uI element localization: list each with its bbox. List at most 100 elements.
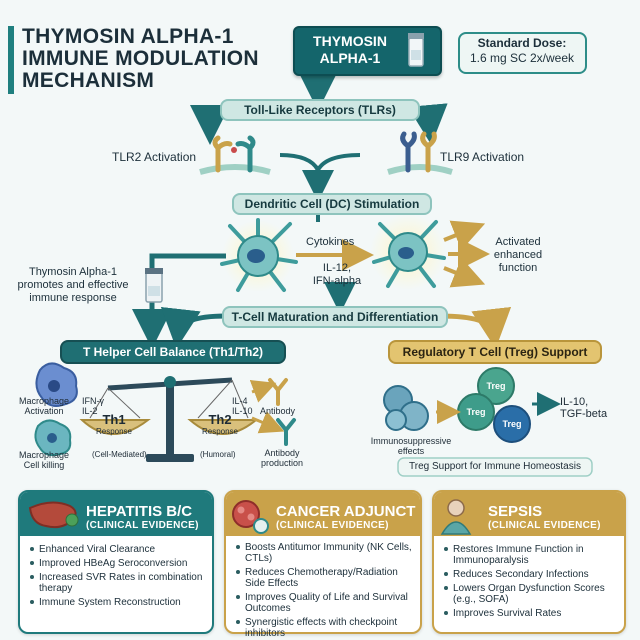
activated-label-line-3: function [498,262,538,274]
tumor-cells-icon [232,500,269,534]
tlr9-receptor-icon [387,131,453,175]
list-item: Restores Immune Function in Immunoparaly… [444,544,618,566]
card-hepatitis-title: HEPATITIS B/C [86,503,193,520]
il12-ifn-label: IL-12, IFN-alpha [304,262,370,288]
promotes-text: Thymosin Alpha-1 promotes and effective … [10,266,136,305]
card-cancer-list: Boosts Antitumor Immunity (NK Cells, CTL… [226,536,420,639]
macrophage-killing-line-2: Cell killing [23,460,65,470]
tlr2-receptor-icon [199,135,271,175]
title-line-2: IMMUNE MODULATION [22,47,259,70]
drug-name-line-2: ALPHA-1 [319,50,381,66]
title-line-3: MECHANISM [22,69,155,92]
il4-label: IL-4 [232,396,248,406]
macrophage-killing-label: Macrophage Cell killing [12,450,76,470]
list-item: Increased SVR Rates in combination thera… [30,572,206,594]
arrow-tcell-right [439,306,512,349]
th1-label: Th1 Response [92,412,136,436]
immunosuppressive-line-1: Immunosuppressive [370,436,452,446]
drug-vial-icon [408,33,424,67]
th2-cytokines-label: IL-4 IL-10 [232,396,253,416]
th2-sub: Response [201,427,239,436]
immunosuppressive-line-2: effects [397,446,425,456]
tlr2-label: TLR2 Activation [112,150,197,164]
immunosuppressive-cells-icon [383,385,429,431]
antibody-production-label: Antibody production [252,448,312,468]
patient-icon [440,499,472,535]
dose-label: Standard Dose: [477,36,567,50]
macrophage-activation-line-1: Macrophage [18,396,70,406]
macrophage-activation-label: Macrophage Activation [12,396,76,416]
antibody-icon [268,378,288,406]
promotes-line-3: immune response [29,292,117,304]
card-hepatitis-list: Enhanced Viral Clearance Improved HBeAg … [20,536,212,608]
list-item: Enhanced Viral Clearance [30,544,206,555]
treg-footer: Treg Support for Immune Homeostasis [409,461,581,472]
antibody-production-icon [276,418,296,446]
activated-label-line-1: Activated [495,236,541,248]
treg-cell-icon [457,367,531,443]
il2-label: IL-2 [82,406,98,416]
list-item: Improves Quality of Life and Survival Ou… [236,592,414,614]
tlr9-label: TLR9 Activation [440,150,525,164]
treg-cytokines-label: IL-10, TGF-beta [560,396,607,420]
dose-text: Standard Dose: 1.6 mg SC 2x/week [462,36,582,66]
activated-label-line-2: enhanced [493,249,543,261]
th2-label: Th2 Response [198,412,242,436]
il10-tgf-line-2: TGF-beta [560,408,608,420]
liver-icon [28,501,79,529]
card-sepsis-subtitle: (CLINICAL EVIDENCE) [488,520,601,531]
dc-header: Dendritic Cell (DC) Stimulation [232,193,432,215]
humoral-label: (Humoral) [200,450,236,459]
list-item: Improved HBeAg Seroconversion [30,558,206,569]
macrophage-killing-icon [34,419,72,457]
treg-cell-label-1: Treg [486,381,506,391]
vial-icon [145,268,163,303]
antibody-label: Antibody [260,406,296,416]
immunosuppressive-label: Immunosuppressive effects [368,436,454,456]
th1-sub: Response [95,427,133,436]
promotes-line-1: Thymosin Alpha-1 [28,266,118,278]
tcell-header: T-Cell Maturation and Differentiation [222,306,448,328]
arrow-tcell-left [160,306,227,349]
title-accent-bar [8,26,14,94]
tlr-header: Toll-Like Receptors (TLRs) [220,99,420,121]
macrophage-icon [35,362,78,407]
card-sepsis-list: Restores Immune Function in Immunoparaly… [434,536,624,619]
promotes-line-2: promotes and effective [17,279,129,291]
macrophage-killing-line-1: Macrophage [18,450,70,460]
page-title: THYMOSIN ALPHA-1 IMMUNE MODULATION MECHA… [22,26,292,92]
ifn-alpha-label: IFN-alpha [312,275,362,287]
card-icons [28,499,472,535]
cytokines-label: Cytokines [306,236,355,248]
treg-cell-label-3: Treg [502,419,522,429]
il12-label: IL-12, [322,262,352,274]
activated-function-label: Activated enhanced function [482,236,554,275]
treg-cell-label-2: Treg [466,407,486,417]
drug-name-line-1: THYMOSIN [313,33,387,49]
il10-tgf-line-1: IL-10, [560,396,589,408]
arrow-dc-left [132,253,226,349]
dose-value: 1.6 mg SC 2x/week [469,51,575,65]
list-item: Reduces Secondary Infections [444,569,618,580]
card-hepatitis-subtitle: (CLINICAL EVIDENCE) [86,520,199,531]
title-line-1: THYMOSIN ALPHA-1 [22,25,234,48]
dendritic-cell-icon [220,218,298,292]
list-item: Improves Survival Rates [444,608,618,619]
card-sepsis-title: SEPSIS [488,503,543,520]
th1-title: Th1 [102,412,126,427]
ifn-gamma-label: IFN-γ [82,396,104,406]
list-item: Immune System Reconstruction [30,597,206,608]
th2-title: Th2 [208,412,232,427]
card-cancer-subtitle: (CLINICAL EVIDENCE) [276,520,389,531]
th-balance-header: T Helper Cell Balance (Th1/Th2) [60,340,286,364]
antibody-production-line-2: production [260,458,304,468]
list-item: Reduces Chemotherapy/Radiation Side Effe… [236,567,414,589]
drug-name: THYMOSIN ALPHA-1 [302,33,398,67]
card-cancer-title: CANCER ADJUNCT [276,503,416,520]
list-item: Lowers Organ Dysfunction Scores (e.g., S… [444,583,618,605]
activated-dendritic-cell-icon [370,214,446,290]
antibody-production-line-1: Antibody [264,448,300,458]
dose-box [458,32,587,74]
list-item: Synergistic effects with checkpoint inhi… [236,617,414,639]
cell-mediated-label: (Cell-Mediated) [92,450,147,459]
